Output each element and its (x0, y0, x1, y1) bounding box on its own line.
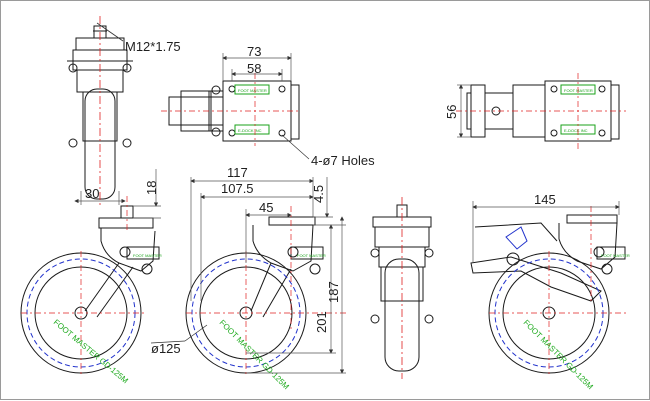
plate-width-dimension: 73 (247, 44, 261, 59)
plate-dist-dimension: 45 (259, 200, 273, 215)
height-187-dimension: 187 (326, 281, 341, 303)
stem-length-dimension: 18 (144, 181, 159, 195)
thread-leader (96, 22, 124, 42)
plate-label-bottom: E-DOCK INC (238, 128, 262, 133)
bracket-label-2: FOOT MASTER (297, 253, 326, 258)
plate-label-bottom-right: E-DOCK INC (564, 128, 588, 133)
holes-dimension: 4-ø7 Holes (311, 153, 375, 168)
bracket-label-1: FOOT MASTER (133, 253, 162, 258)
brake-pedal-up (505, 226, 528, 250)
plate-length-dimension: 56 (444, 105, 459, 119)
height-201-dimension: 201 (314, 311, 329, 333)
brake-width-dimension: 145 (534, 192, 556, 207)
plate-label-top-right: FOOT MASTER (564, 88, 593, 93)
bracket-label-3: FOOT MASTER (601, 253, 630, 258)
wheel-label-3: FOOT MASTER GD-125M (522, 318, 595, 391)
wheel-width-dimension: 30 (85, 186, 99, 201)
thread-dimension: M12*1.75 (125, 39, 181, 54)
plate-label-top: FOOT MASTER (238, 88, 267, 93)
wheel-diameter-dimension: ø125 (151, 341, 181, 356)
plate-thickness-dimension: 4.5 (311, 185, 326, 203)
hole-spacing-dimension: 58 (247, 61, 261, 76)
offset-117-dimension: 117 (227, 165, 248, 180)
wheel-label-2: FOOT MASTER GD-125M (218, 318, 291, 391)
offset-107-5-dimension: 107.5 (221, 181, 254, 196)
